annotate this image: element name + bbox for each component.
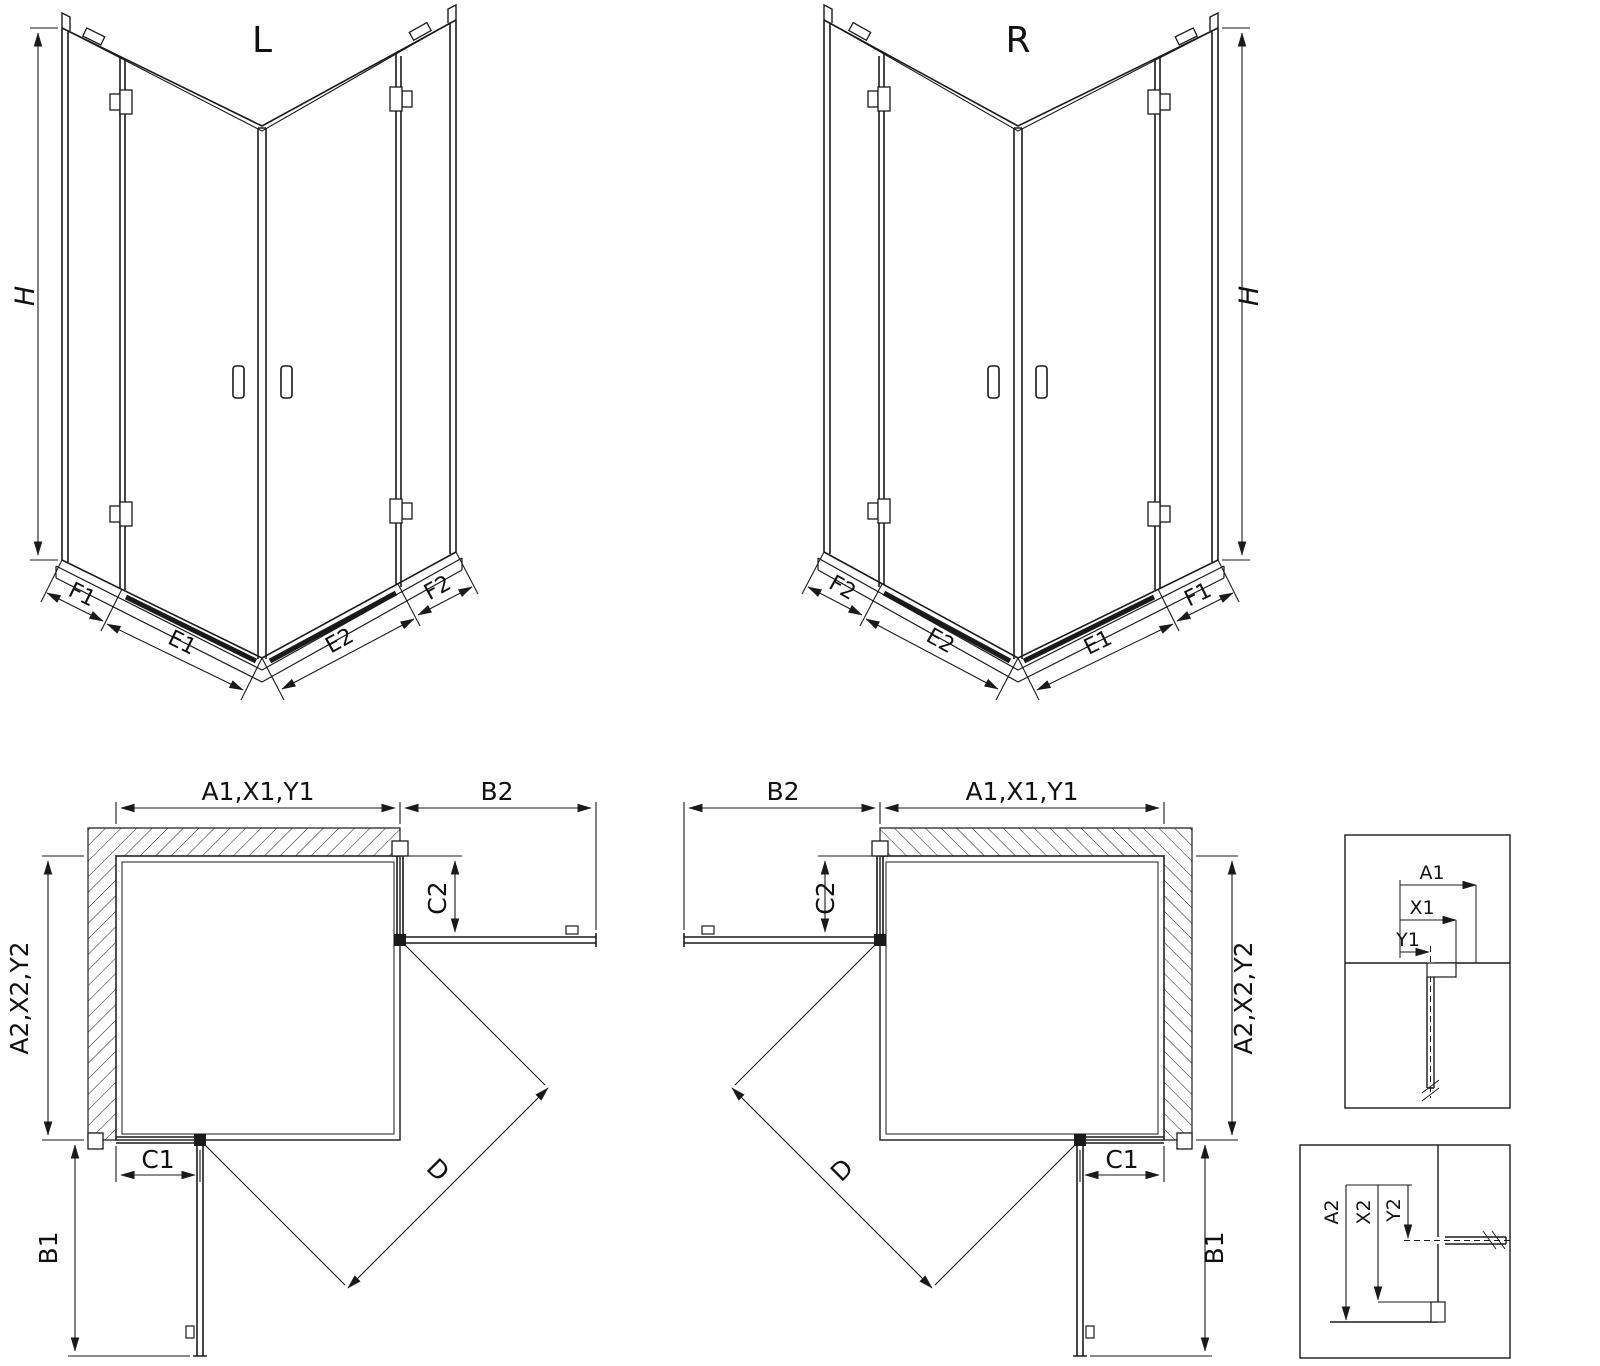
plan-left-dim-depth: A2,X2,Y2 [5,941,34,1054]
detail-dim-y2: Y2 [1383,1198,1405,1223]
plan-right-dim-d: D [825,1153,859,1187]
detail-width-frame [1344,834,1511,1109]
plan-right-dim-depth: A2,X2,Y2 [1229,941,1258,1054]
iso-view-right: R H F2 E2 E1 F1 [802,5,1265,700]
iso-right-dim-f1: F1 [1181,578,1216,612]
detail-dim-x1: X1 [1409,897,1434,919]
iso-right-dim-h: H [1234,286,1265,306]
plan-view-right: B2 A1,X1,Y1 C2 A2,X2,Y2 C1 B1 D [684,777,1258,1356]
detail-depth-arrows [1341,1185,1413,1321]
plan-right-dim-c1: C1 [1105,1145,1138,1174]
detail-dim-a2: A2 [1321,1199,1343,1224]
iso-right-title: R [1005,20,1030,61]
plan-right-dim-width: A1,X1,Y1 [965,777,1078,806]
plan-right-dim-b1: B1 [1200,1231,1229,1264]
detail-width-section: A1 X1 Y1 [1344,834,1511,1109]
iso-left-title: L [252,20,272,61]
plan-right-dim-b2: B2 [766,777,799,806]
plan-right-dim-c2: C2 [811,881,840,914]
detail-depth-section: A2 X2 Y2 [1299,1144,1511,1359]
detail-width-arrows [1400,880,1477,957]
plan-left-dim-c2: C2 [423,881,452,914]
plan-left-structure [42,802,596,1356]
detail-depth-frame [1299,1144,1511,1359]
detail-width-profile [1426,962,1457,978]
plan-left-dim-c1: C1 [141,1145,174,1174]
detail-dim-a1: A1 [1419,862,1444,884]
iso-left-dim-f1: F1 [64,578,99,612]
iso-left-dim-h: H [10,286,41,306]
detail-depth-profile [1430,1301,1446,1323]
detail-depth-hatch-ticks [1482,1230,1506,1250]
detail-dim-x2: X2 [1353,1199,1375,1224]
detail-width-hatch-ticks [1421,1079,1440,1102]
iso-view-left: L H F1 E1 E2 F2 [10,5,478,700]
plan-right-structure [684,802,1238,1356]
plan-left-dim-width: A1,X1,Y1 [201,777,314,806]
detail-dim-y1: Y1 [1395,929,1420,951]
iso-left-structure [30,5,478,700]
plan-left-dim-b2: B2 [480,777,513,806]
plan-left-dim-b1: B1 [34,1231,63,1264]
detail-depth-refs [1346,1184,1431,1303]
detail-width-refs [1399,880,1477,963]
plan-left-dim-d: D [421,1153,455,1187]
plan-view-left: A1,X1,Y1 B2 C2 A2,X2,Y2 C1 B1 D [5,777,596,1356]
